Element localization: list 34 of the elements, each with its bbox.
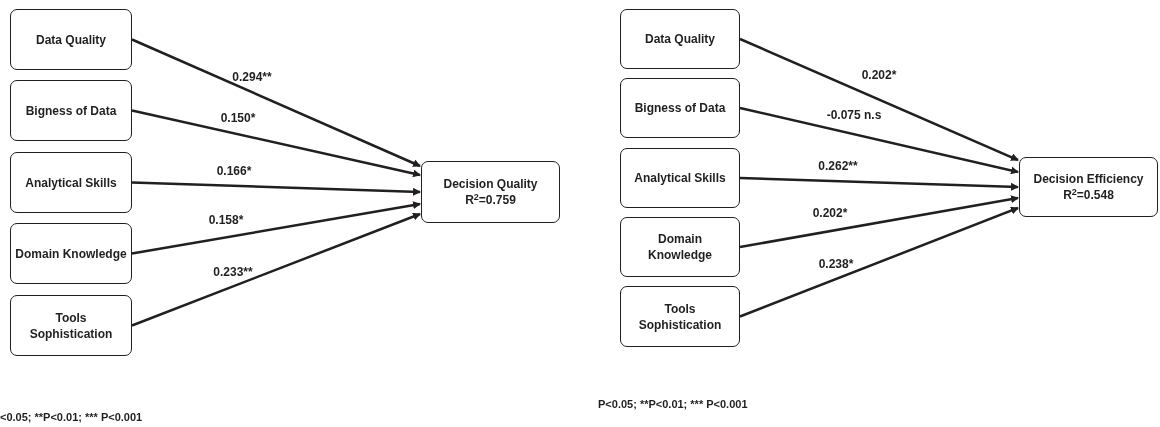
edge-label: 0.150* [220,111,256,125]
arrow [739,176,1019,191]
edge-label: 0.166* [216,164,252,178]
construct-box: Analytical Skills [10,152,132,213]
construct-box: Data Quality [10,9,132,70]
arrow [739,106,1019,175]
arrow [131,38,421,168]
edge-label: 0.202* [812,206,848,220]
edge-label: 0.202* [861,68,897,82]
construct-box: Data Quality [620,9,740,69]
construct-box: Bigness of Data [10,80,132,141]
construct-box: Domain Knowledge [620,217,740,277]
edge-label: -0.075 n.s [826,108,882,122]
arrow [739,195,1019,249]
edge-label: 0.294** [232,70,272,84]
construct-box: Decision Quality R$^{2}$=0.759 [421,161,560,223]
arrow [131,181,421,196]
significance-note: <0.05; **P<0.01; *** P<0.001 [0,411,143,424]
construct-box: Tools Sophistication [620,286,740,347]
edge-label: 0.158* [208,213,244,227]
arrow [739,206,1019,318]
significance-note: P<0.05; **P<0.01; *** P<0.001 [598,398,748,411]
arrow [131,212,421,327]
edge-label: 0.238* [818,257,854,271]
construct-box: Bigness of Data [620,78,740,138]
construct-box: Tools Sophistication [10,295,132,356]
construct-box: Analytical Skills [620,148,740,208]
arrow [131,109,421,178]
construct-box: Domain Knowledge [10,223,132,284]
edge-label: 0.262** [818,159,858,173]
edge-label: 0.233** [213,265,253,279]
arrow [739,37,1019,162]
arrow [131,201,421,255]
construct-box: Decision Efficiency R$^{2}$=0.548 [1019,157,1158,217]
